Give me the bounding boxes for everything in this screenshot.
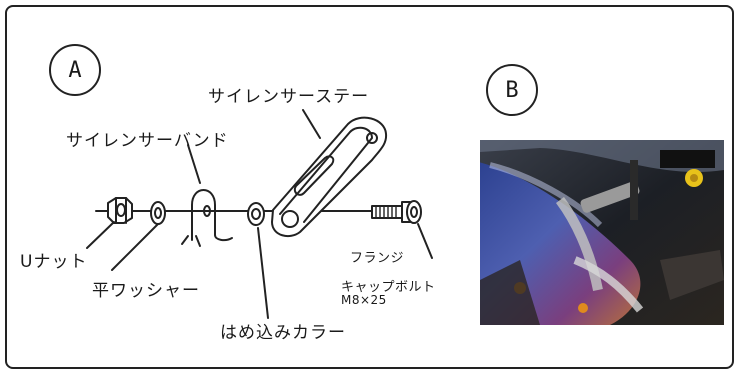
leader-u-nut: [86, 221, 115, 249]
inset-collar-part: [247, 202, 265, 226]
u-nut-part: [107, 197, 133, 224]
leader-inset-collar: [257, 227, 269, 319]
motorcycle-silencer-photo: [480, 140, 724, 325]
label-silencer-band: サイレンサーバンド: [66, 131, 229, 151]
leader-silencer-stay: [302, 109, 321, 139]
section-a-marker: A: [49, 44, 101, 96]
flange-cap-bolt-part: [371, 200, 422, 224]
label-flange: フランジ: [350, 251, 405, 266]
diagram-frame: [5, 5, 734, 369]
label-cap-bolt: キャップボルト: [341, 280, 436, 295]
label-inset-collar: はめ込みカラー: [220, 323, 346, 343]
label-u-nut: Uナット: [20, 252, 88, 272]
flat-washer-part: [150, 201, 166, 225]
silencer-stay-part: [271, 116, 388, 238]
label-bolt-size: M8×25: [341, 293, 387, 307]
leader-silencer-band: [187, 144, 201, 184]
label-flat-washer: 平ワッシャー: [92, 281, 200, 301]
leader-flat-washer: [111, 223, 159, 271]
leader-flange-bolt: [417, 223, 433, 259]
label-silencer-stay: サイレンサーステー: [208, 87, 370, 107]
section-b-marker: B: [486, 64, 538, 116]
silencer-band-part: [181, 189, 233, 247]
